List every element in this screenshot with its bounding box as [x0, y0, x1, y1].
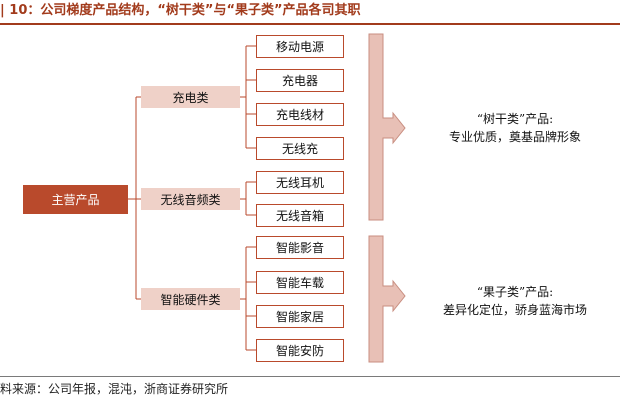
root-node: 主营产品	[23, 185, 128, 214]
footer-divider	[0, 376, 620, 377]
leaf-node: 移动电源	[256, 35, 344, 58]
trunk-group-desc: 专业优质，奠基品牌形象	[448, 130, 581, 144]
leaf-node: 无线充	[256, 137, 344, 160]
fruit-group-name: “果子类”产品:	[476, 285, 554, 299]
category-audio: 无线音频类	[141, 188, 240, 210]
leaf-node: 充电线材	[256, 103, 344, 126]
leaf-node: 智能家居	[256, 305, 344, 328]
fruit-group-desc: 差异化定位，骄身蓝海市场	[442, 303, 587, 317]
source-note: 料来源：公司年报，混沌，浙商证券研究所	[0, 382, 229, 396]
fruit-group-label: “果子类”产品: 差异化定位，骄身蓝海市场	[410, 283, 620, 319]
category-smart-hardware: 智能硬件类	[141, 288, 240, 310]
leaf-node: 智能影音	[256, 236, 344, 259]
trunk-group-label: “树干类”产品: 专业优质，奠基品牌形象	[410, 110, 620, 146]
leaf-node: 智能车载	[256, 271, 344, 294]
leaf-node: 充电器	[256, 69, 344, 92]
figure-title: | 10：公司梯度产品结构，“树干类”与“果子类”产品各司其职	[0, 3, 361, 18]
trunk-bracket-arrow	[368, 33, 406, 221]
leaf-node: 无线耳机	[256, 171, 344, 194]
leaf-node: 智能安防	[256, 339, 344, 362]
fruit-bracket-arrow	[368, 235, 406, 363]
trunk-group-name: “树干类”产品:	[476, 112, 554, 126]
category-charging: 充电类	[141, 86, 240, 108]
title-divider	[0, 23, 620, 25]
leaf-node: 无线音箱	[256, 204, 344, 227]
